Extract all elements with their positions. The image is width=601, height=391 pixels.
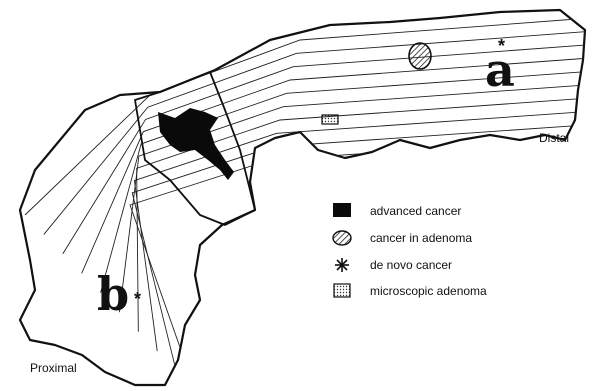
site-a-denovo-marker: * bbox=[498, 36, 505, 56]
microscopic-adenoma-lesion bbox=[322, 115, 338, 124]
legend-item-advanced-cancer: advanced cancer bbox=[333, 203, 461, 218]
legend-label: de novo cancer bbox=[370, 258, 452, 272]
hatched-oval-icon bbox=[333, 231, 351, 245]
legend-label: advanced cancer bbox=[370, 204, 461, 218]
legend-item-cancer-in-adenoma: cancer in adenoma bbox=[333, 231, 472, 245]
legend-item-de-novo-cancer: de novo cancer bbox=[335, 258, 452, 272]
legend: advanced cancer cancer in adenoma de nov… bbox=[333, 203, 487, 298]
asterisk-icon bbox=[335, 258, 349, 272]
legend-label: microscopic adenoma bbox=[370, 284, 487, 298]
site-b-label: b bbox=[97, 267, 129, 321]
legend-item-microscopic-adenoma: microscopic adenoma bbox=[334, 284, 487, 298]
black-square-icon bbox=[333, 203, 351, 217]
distal-label: Distal bbox=[539, 131, 569, 145]
cancer-in-adenoma-lesion bbox=[409, 43, 431, 69]
dotted-square-icon bbox=[334, 284, 350, 297]
proximal-label: Proximal bbox=[30, 361, 77, 375]
site-b-denovo-marker: * bbox=[134, 289, 141, 309]
legend-label: cancer in adenoma bbox=[370, 231, 472, 245]
